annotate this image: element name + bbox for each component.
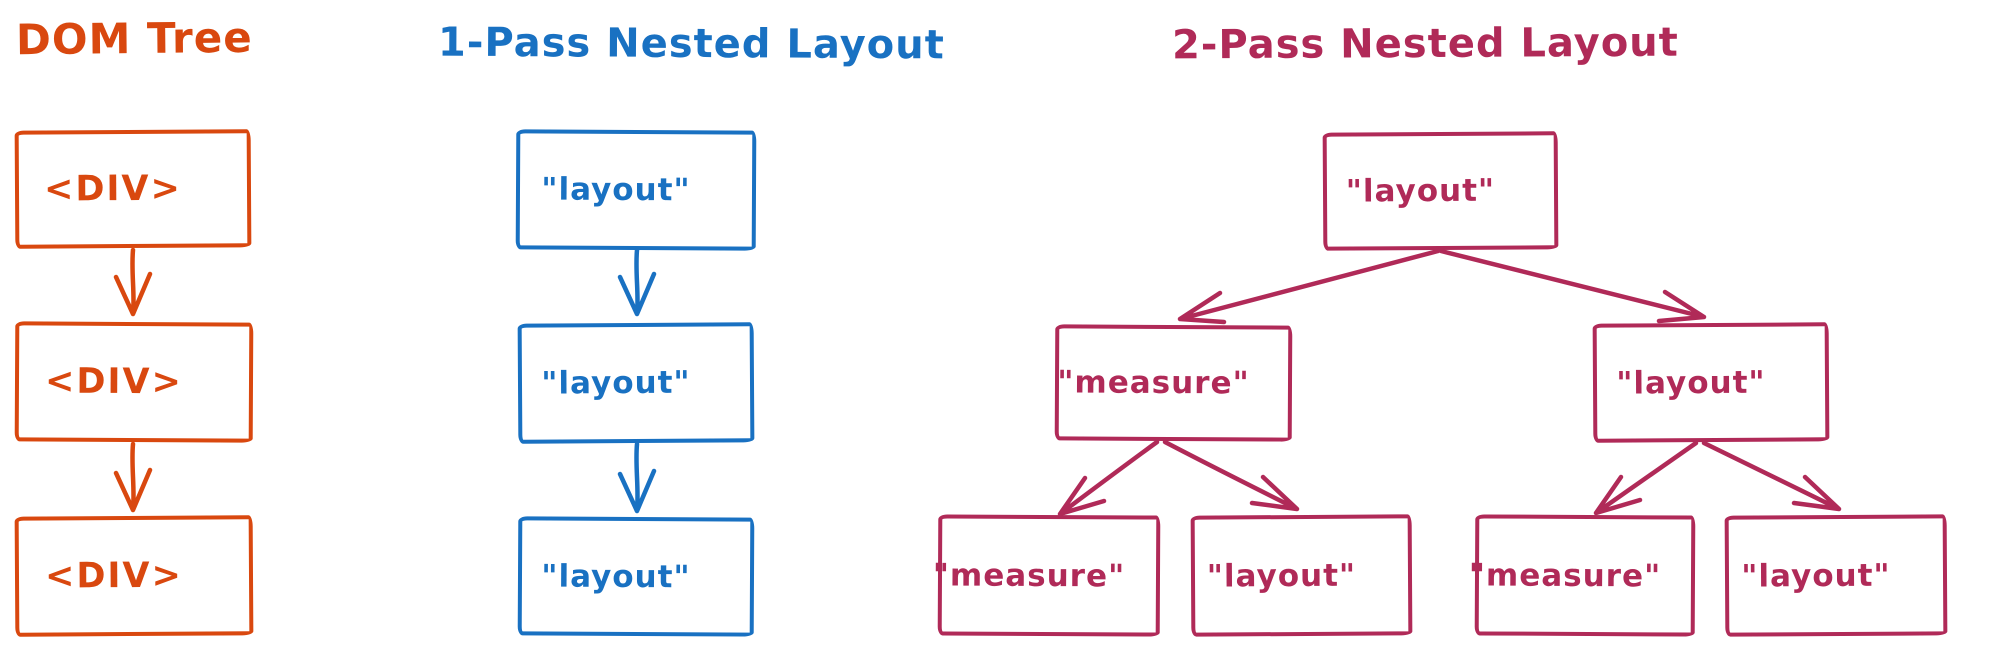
two-pass-leaf-layout-2-label: "layout": [1741, 557, 1891, 595]
two-pass-arrows: [1057, 248, 1842, 517]
arrow-measure-to-leaf-measure: [1057, 439, 1160, 517]
dom-tree-node-2: <DIV>: [14, 321, 254, 443]
dom-tree-node-2-label: <DIV>: [44, 361, 184, 403]
one-pass-title: 1-Pass Nested Layout: [437, 19, 945, 69]
two-pass-leaf-layout-1-label: "layout": [1206, 557, 1357, 595]
one-pass-node-3-label: "layout": [541, 558, 691, 595]
arrow-dom-2-3: [113, 441, 153, 513]
two-pass-layout-node: "layout": [1592, 322, 1830, 443]
two-pass-leaf-measure-2-label: "measure": [1468, 556, 1662, 594]
two-pass-layout-node-label: "layout": [1616, 364, 1766, 402]
two-pass-leaf-measure-2: "measure": [1469, 514, 1696, 637]
arrow-layout-to-leaf-layout: [1701, 440, 1842, 512]
dom-tree-node-3: <DIV>: [14, 515, 254, 637]
dom-tree-node-1: <DIV>: [14, 129, 252, 249]
one-pass-node-2-label: "layout": [541, 364, 691, 402]
dom-tree-arrows: [113, 247, 153, 513]
dom-tree-node-3-label: <DIV>: [44, 555, 184, 597]
two-pass-root: "layout": [1322, 131, 1559, 251]
two-pass-measure-node: "measure": [1054, 324, 1293, 442]
arrow-measure-to-leaf-layout: [1162, 439, 1300, 512]
arrow-root-to-layout: [1438, 248, 1707, 324]
two-pass-title: 2-Pass Nested Layout: [1171, 19, 1679, 69]
one-pass-node-3: "layout": [517, 516, 755, 637]
two-pass-leaf-layout-1: "layout": [1190, 514, 1413, 637]
arrow-root-to-measure: [1177, 248, 1441, 325]
arrow-onepass-2-3: [617, 441, 657, 514]
one-pass-node-1-label: "layout": [541, 171, 691, 209]
arrow-layout-to-leaf-measure: [1593, 440, 1699, 516]
two-pass-measure-node-label: "measure": [1057, 364, 1250, 402]
two-pass-leaf-measure-1: "measure": [933, 514, 1161, 637]
two-pass-leaf-measure-1-label: "measure": [932, 556, 1126, 594]
two-pass-root-label: "layout": [1345, 172, 1496, 210]
dom-tree-title: DOM Tree: [15, 12, 253, 65]
dom-tree-node-1-label: <DIV>: [43, 168, 183, 210]
two-pass-leaf-layout-2: "layout": [1724, 514, 1948, 637]
arrow-dom-1-2: [113, 247, 153, 317]
one-pass-node-1: "layout": [515, 129, 757, 251]
one-pass-arrows: [617, 247, 657, 514]
arrow-onepass-1-2: [617, 247, 657, 317]
one-pass-node-2: "layout": [517, 322, 755, 444]
